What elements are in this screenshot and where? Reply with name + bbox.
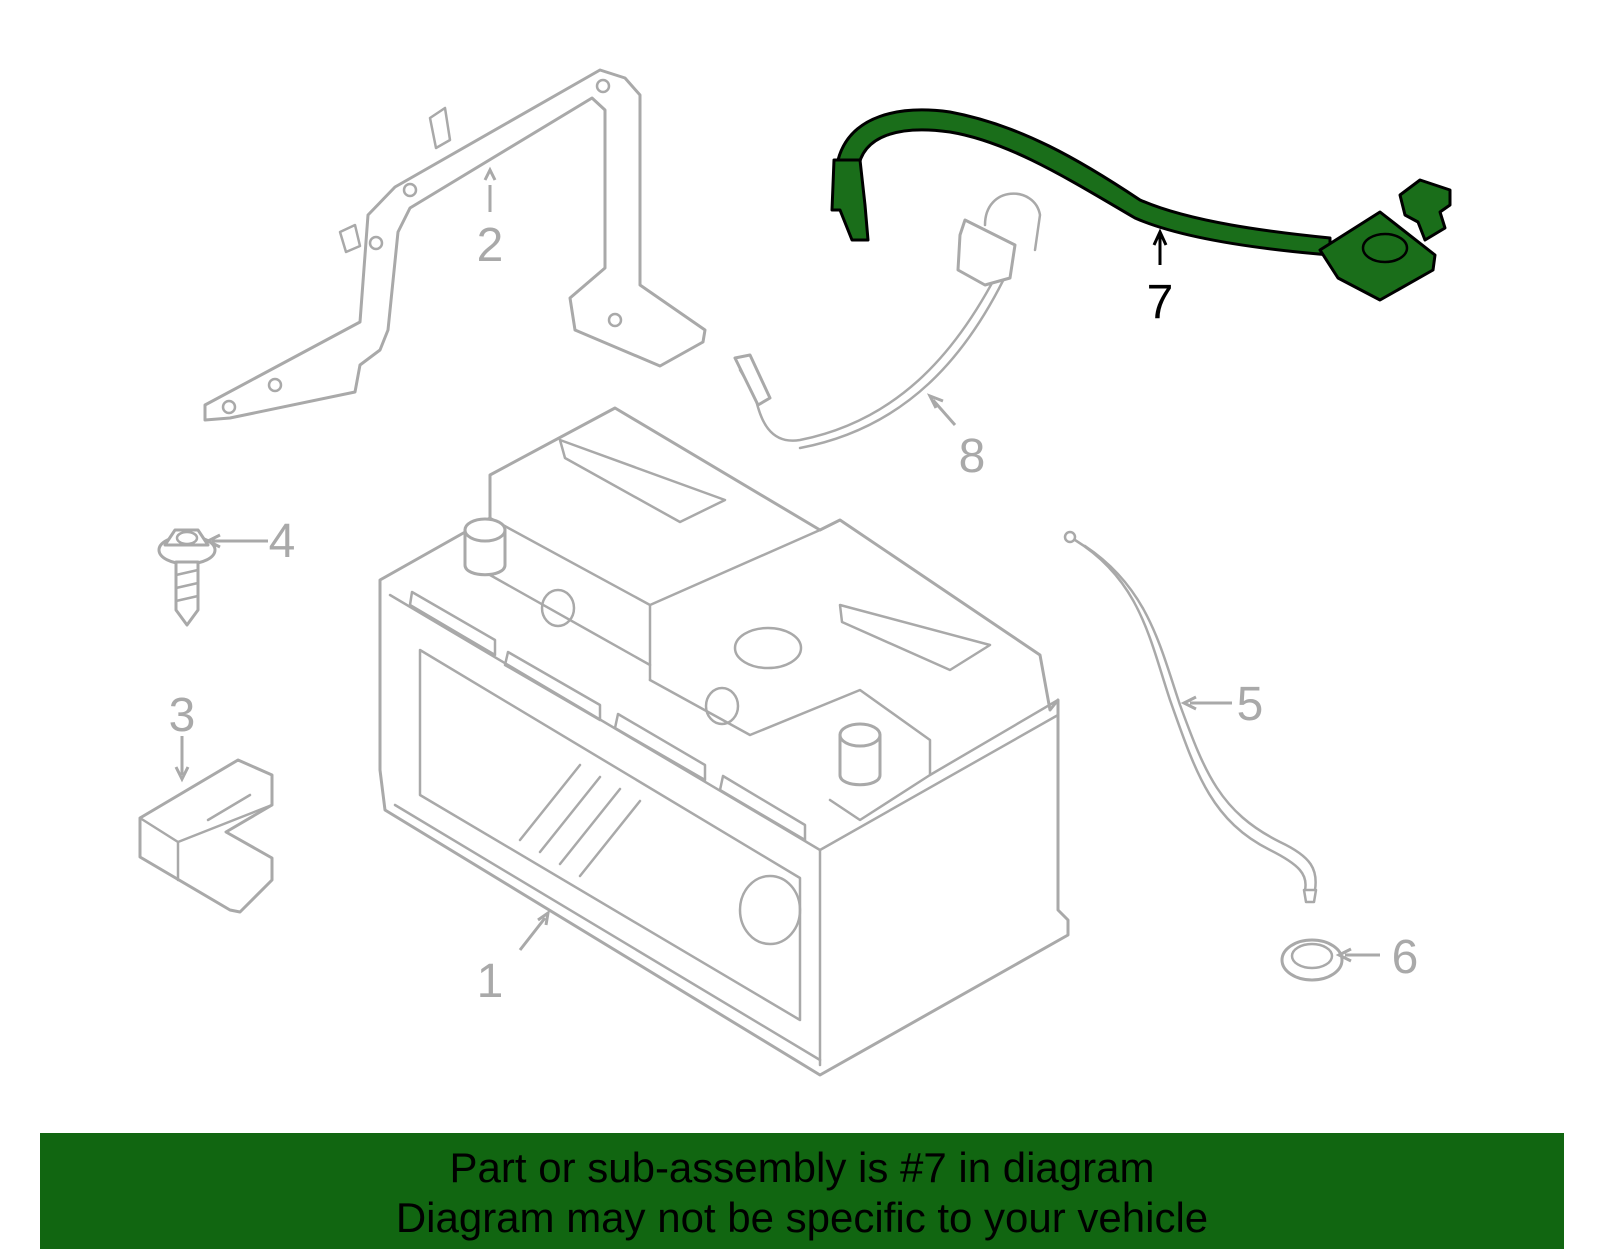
callout-labels: 1 2 3 4 5 6 7 8 xyxy=(169,219,1419,1008)
banner-line-1: Part or sub-assembly is #7 in diagram xyxy=(449,1144,1155,1191)
part-3-corner-cover[interactable] xyxy=(138,758,274,914)
part-5-lead[interactable] xyxy=(1063,530,1318,904)
part-2-bracket[interactable] xyxy=(203,68,707,422)
banner-line-2: Diagram may not be specific to your vehi… xyxy=(395,1194,1209,1241)
callout-7: 7 xyxy=(1147,276,1174,329)
info-banner: Part or sub-assembly is #7 in diagram Di… xyxy=(40,1133,1564,1249)
callout-4: 4 xyxy=(269,515,296,568)
part-1-battery[interactable] xyxy=(378,406,1070,1077)
part-7-battery-cable[interactable] xyxy=(830,108,1452,302)
part-8-cable[interactable] xyxy=(733,192,1042,450)
part-6-grommet[interactable] xyxy=(1280,938,1344,982)
leader-lines xyxy=(174,166,1380,963)
callout-5: 5 xyxy=(1237,678,1264,731)
callout-6: 6 xyxy=(1392,931,1419,984)
callout-1: 1 xyxy=(477,955,504,1008)
callout-3: 3 xyxy=(169,689,196,742)
callout-2: 2 xyxy=(477,219,504,272)
callout-8: 8 xyxy=(959,430,986,483)
part-4-screw[interactable] xyxy=(157,528,217,627)
